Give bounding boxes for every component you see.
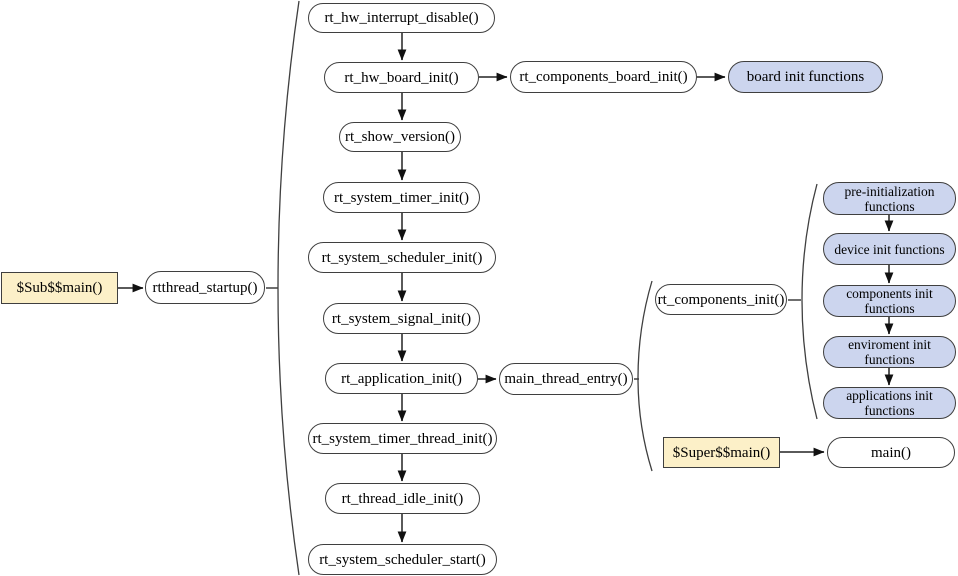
node-sub-main: $Sub$$main() <box>1 272 118 304</box>
node-main-thread-entry: main_thread_entry() <box>499 363 633 395</box>
node-pre-initialization-functions: pre-initialization functions <box>823 182 956 215</box>
node-device-init-functions: device init functions <box>823 233 956 265</box>
node-components-init-functions: components init functions <box>823 285 956 317</box>
node-applications-init-functions: applications init functions <box>823 387 956 419</box>
node-rt-components-init: rt_components_init() <box>655 284 787 315</box>
node-rt-show-version: rt_show_version() <box>339 122 461 152</box>
node-rt-system-timer-thread-init: rt_system_timer_thread_init() <box>308 423 497 454</box>
node-rt-system-scheduler-start: rt_system_scheduler_start() <box>308 544 497 575</box>
brace-main-thread-group <box>637 280 653 472</box>
node-enviroment-init-functions: enviroment init functions <box>823 336 956 368</box>
node-rt-application-init: rt_application_init() <box>325 363 478 394</box>
node-board-init-functions: board init functions <box>728 61 883 93</box>
node-rt-components-board-init: rt_components_board_init() <box>510 61 697 93</box>
node-rt-system-signal-init: rt_system_signal_init() <box>323 303 480 334</box>
brace-components-init-group <box>801 183 818 420</box>
node-rt-system-timer-init: rt_system_timer_init() <box>323 182 480 213</box>
node-main: main() <box>827 437 955 468</box>
node-super-main: $Super$$main() <box>663 437 780 468</box>
brace-startup-group <box>277 0 300 576</box>
node-rtthread-startup: rtthread_startup() <box>145 271 265 304</box>
node-rt-system-scheduler-init: rt_system_scheduler_init() <box>308 242 496 273</box>
node-rt-hw-board-init: rt_hw_board_init() <box>324 62 479 93</box>
node-rt-hw-interrupt-disable: rt_hw_interrupt_disable() <box>308 3 495 33</box>
node-rt-thread-idle-init: rt_thread_idle_init() <box>325 483 480 514</box>
